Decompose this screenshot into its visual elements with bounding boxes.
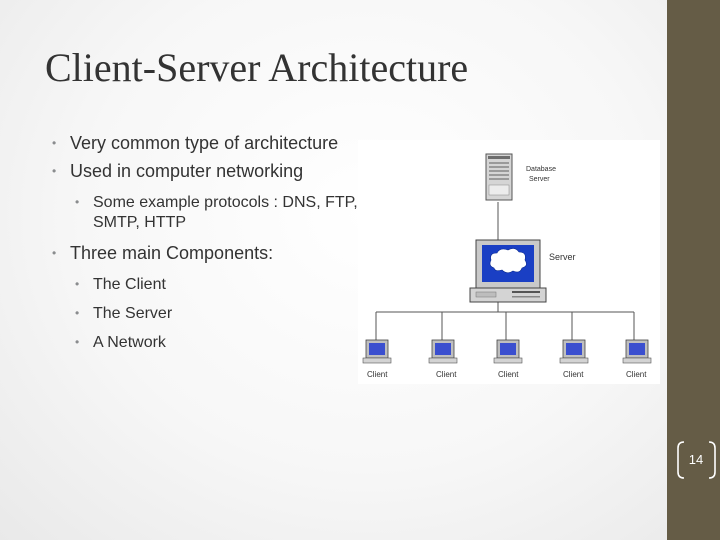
bullet-text: Three main Components: xyxy=(70,243,274,263)
bullet-dot-icon: • xyxy=(75,277,80,291)
bullet-dot-icon: • xyxy=(52,246,57,260)
client-computer-icon xyxy=(622,339,652,364)
network-diagram: Database Server Server Client xyxy=(358,140,660,384)
page-number-right-bracket-icon xyxy=(708,441,716,479)
bullet-text: Very common type of architecture xyxy=(70,133,339,153)
server-computer-icon xyxy=(469,239,547,303)
client-label: Client xyxy=(498,370,519,379)
client-computer-icon xyxy=(428,339,458,364)
client-computer-icon xyxy=(559,339,589,364)
sub-bullet-text: Some example protocols : DNS, FTP, SMTP,… xyxy=(93,194,358,231)
bullet-item: • Used in computer networking xyxy=(52,160,362,183)
client-computer-icon xyxy=(362,339,392,364)
sub-bullet-text: The Server xyxy=(93,305,173,322)
database-label-line2: Server xyxy=(529,176,550,183)
sub-bullet-item: • A Network xyxy=(52,333,362,353)
sub-bullet-text: The Client xyxy=(93,276,166,293)
network-diagram-svg: Database Server Server Client xyxy=(362,153,652,379)
page-number-left-bracket-icon xyxy=(677,441,685,479)
slide-title: Client-Server Architecture xyxy=(45,45,469,90)
bullet-list: • Very common type of architecture • Use… xyxy=(52,132,362,362)
slide-background: Client-Server Architecture • Very common… xyxy=(0,0,667,540)
bullet-text: Used in computer networking xyxy=(70,161,304,181)
database-label: Database xyxy=(526,166,556,173)
slide-number: 14 xyxy=(688,452,704,467)
bullet-dot-icon: • xyxy=(75,195,80,209)
server-label: Server xyxy=(549,252,576,262)
bullet-item: • Three main Components: xyxy=(52,242,362,265)
client-label: Client xyxy=(563,370,584,379)
bullet-item: • Very common type of architecture xyxy=(52,132,362,155)
bullet-dot-icon: • xyxy=(75,335,80,349)
client-label: Client xyxy=(367,370,388,379)
client-label: Client xyxy=(436,370,457,379)
bullet-dot-icon: • xyxy=(52,136,57,150)
sub-bullet-item: • Some example protocols : DNS, FTP, SMT… xyxy=(52,193,362,233)
client-label: Client xyxy=(626,370,647,379)
accent-sidebar xyxy=(667,0,720,540)
sub-bullet-item: • The Server xyxy=(52,304,362,324)
bullet-dot-icon: • xyxy=(75,306,80,320)
client-computer-icon xyxy=(493,339,523,364)
database-server-icon xyxy=(485,153,513,201)
bullet-dot-icon: • xyxy=(52,164,57,178)
sub-bullet-text: A Network xyxy=(93,334,166,351)
sub-bullet-item: • The Client xyxy=(52,275,362,295)
